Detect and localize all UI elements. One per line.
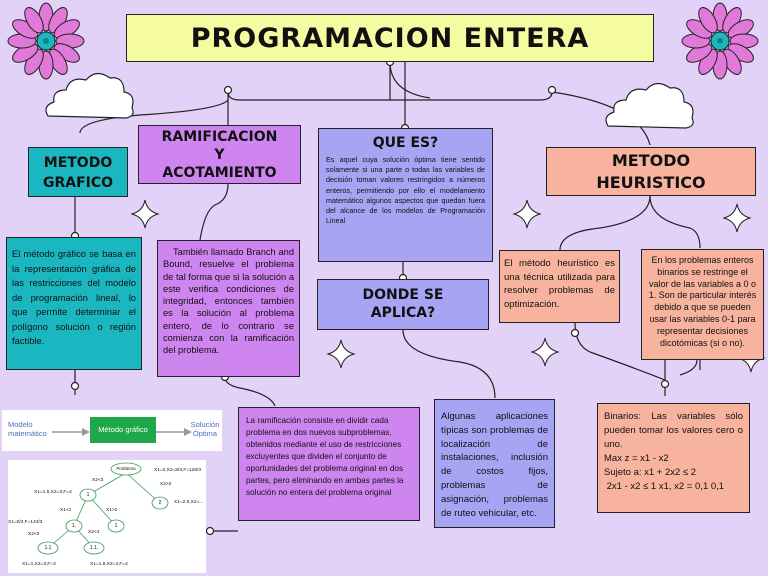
que-es-card: QUE ES? Es aquel cuya solución óptima ti… (318, 128, 493, 262)
donde-body: Algunas aplicaciones típicas son problem… (434, 399, 555, 528)
flow-middle-label: Método gráfico (98, 425, 148, 434)
title-line: DONDE SE (362, 287, 444, 303)
binary-note: En los problemas enteros binarios se res… (641, 249, 764, 360)
tree-label: X2<3 (92, 478, 104, 483)
ramificacion-title: RAMIFICACION Y ACOTAMIENTO (138, 125, 301, 184)
tree-label: X1=2.5,X2=... (174, 500, 204, 505)
tree-node: Problema (116, 466, 136, 471)
tree-node: 1 (86, 492, 90, 498)
tree-label: X1=1,X2=3,F=3 (22, 562, 56, 567)
cloud-icon (45, 72, 134, 119)
binarios-line: 2x1 - x2 ≤ 1 x1, x2 = 0,1 0,1 (604, 481, 725, 492)
binarios-line: Max z = x1 - x2 (604, 453, 669, 464)
flower-icon (681, 2, 759, 80)
title-line: HEURISTICO (596, 173, 706, 192)
flow-middle-box (90, 417, 156, 443)
tree-label: X1=1.8,X2=4,F=4 (90, 562, 128, 567)
tree-label: X2>2 (160, 482, 172, 487)
title-line: APLICA? (370, 305, 436, 321)
tree-node: 1.1. (89, 545, 99, 551)
ramificacion-body: También llamado Branch and Bound, resuel… (157, 240, 300, 377)
tree-node: 1 (114, 523, 118, 529)
title-line: METODO (611, 151, 691, 170)
que-es-title: QUE ES? (372, 135, 439, 151)
tree-label: X2<3 (28, 532, 40, 537)
sparkle-icon (326, 339, 356, 369)
flower-icon (7, 2, 85, 80)
tree-node: 2 (158, 500, 162, 506)
tree-label: X2<4 (88, 530, 100, 535)
tree-label: X1=2,X2=8/3,F=128/3 (154, 468, 202, 473)
sparkle-icon (530, 337, 560, 367)
metodo-grafico-title: METODO GRAFICO (28, 147, 128, 197)
tree-node: 1.1 (44, 545, 52, 551)
sparkle-icon (512, 199, 542, 229)
main-title: PROGRAMACION ENTERA (126, 14, 654, 62)
title-line: ACOTAMIENTO (162, 165, 277, 181)
arrow-icon (52, 428, 90, 436)
tree-label: X1=1.5,X2=3,F=4 (34, 490, 72, 495)
flow-diagram: Modelo matemático Método gráfico Solució… (2, 410, 222, 451)
title-line: RAMIFICACION (161, 129, 278, 145)
cloud-icon (605, 82, 694, 129)
title-line: Y (214, 147, 225, 163)
sparkle-icon (130, 199, 160, 229)
metodo-grafico-body: El método gráfico se basa en la represen… (6, 237, 142, 370)
ramificacion-detail: La ramificación consiste en dividir cada… (238, 407, 420, 521)
flow-left-label: Modelo matemático (8, 420, 47, 438)
heuristico-title: METODO HEURISTICO (546, 147, 756, 196)
binarios-line: Binarios: Las variables sólo pueden toma… (604, 411, 743, 450)
heuristico-body: El método heurístico es una técnica util… (499, 250, 620, 323)
arrow-icon (156, 428, 192, 436)
donde-title: DONDE SE APLICA? (317, 279, 489, 330)
tree-node: 1. (71, 523, 77, 529)
branch-bound-tree: Problema X1=2,X2=8/3,F=128/3 X2<3 X2>2 X… (8, 460, 206, 573)
sparkle-icon (722, 203, 752, 233)
tree-label: X1=0/3,F=124/3 (8, 520, 43, 525)
que-es-body: Es aquel cuya solución óptima tiene sent… (326, 155, 485, 226)
tree-label: X1<1 (60, 508, 72, 513)
tree-label: X1>2 (106, 508, 118, 513)
flow-right-label: Solución Óptima (190, 420, 220, 438)
binarios-line: Sujeto a: x1 + 2x2 ≤ 2 (604, 467, 697, 478)
title-line: METODO (43, 155, 113, 171)
binarios-example: Binarios: Las variables sólo pueden toma… (597, 403, 750, 513)
title-line: GRAFICO (42, 175, 114, 191)
